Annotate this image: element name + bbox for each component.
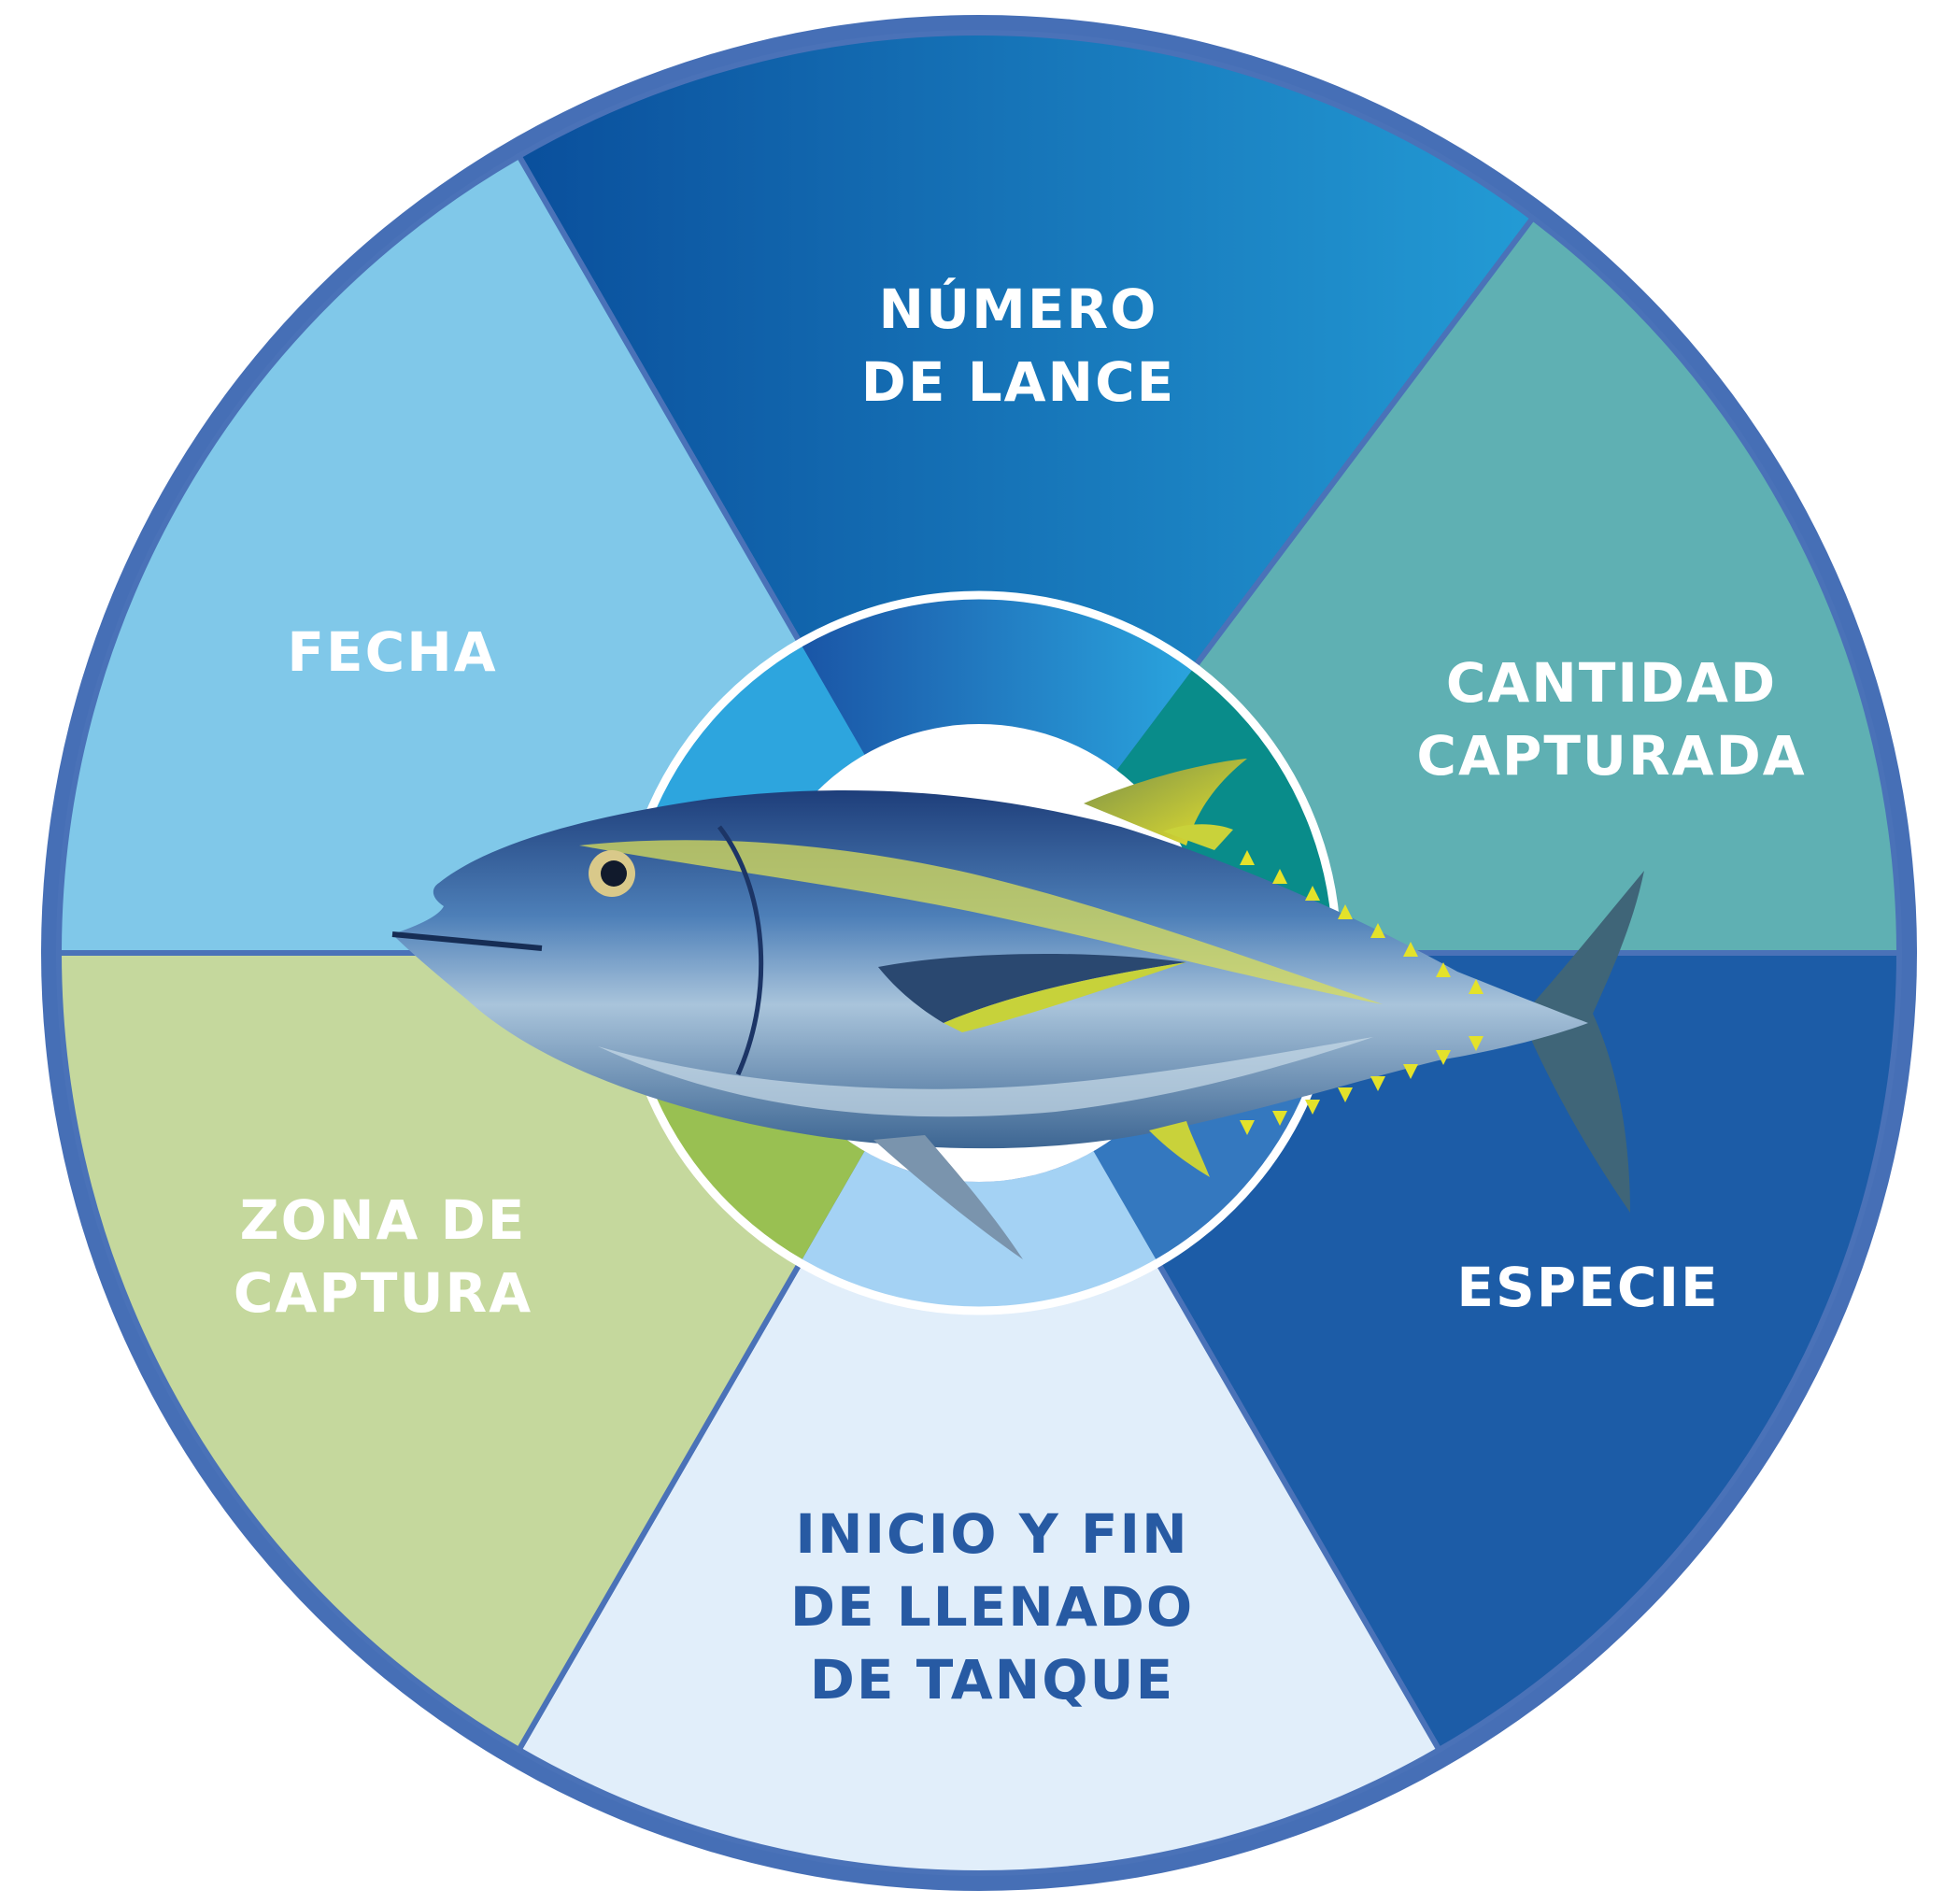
label-numero-de-lance: NÚMERO DE LANCE (860, 277, 1176, 414)
tuna-finlet (1305, 886, 1320, 901)
tuna-finlet (1469, 979, 1483, 994)
tuna-finlet (1305, 1100, 1320, 1115)
label-zona-de-captura: ZONA DE CAPTURA (233, 1188, 533, 1325)
tuna-belly (598, 1037, 1373, 1117)
tuna-finlet (1403, 1064, 1418, 1079)
tuna-pupil (601, 860, 627, 887)
tuna-finlet (1436, 1050, 1451, 1065)
tuna-anal-fin (1149, 1121, 1210, 1177)
label-inicio-y-fin: INICIO Y FIN DE LLENADO DE TANQUE (789, 1502, 1195, 1712)
tuna-lateral-stripe (579, 840, 1383, 1004)
label-fecha: FECHA (287, 620, 498, 684)
tuna-finlet (1338, 1087, 1353, 1102)
tuna-finlet (1272, 869, 1287, 884)
tuna-finlets (1240, 850, 1483, 1135)
tuna-finlet (1403, 942, 1418, 957)
tuna-pectoral-fin (878, 953, 1186, 1023)
tuna-finlet (1370, 923, 1385, 938)
tuna-mouth (391, 931, 543, 951)
label-especie: ESPECIE (1456, 1256, 1720, 1319)
tuna-finlet (1436, 962, 1451, 977)
tuna-finlet (1240, 850, 1255, 865)
tuna-finlet (1370, 1076, 1385, 1091)
tuna-pelvic-fin (873, 1135, 1023, 1259)
tuna-tail (1532, 871, 1644, 1213)
tuna-gill (717, 825, 764, 1076)
tuna-second-dorsal-fin (1163, 824, 1233, 850)
tuna-dorsal-fin (1084, 759, 1247, 845)
tuna-pectoral-fin-edge (944, 962, 1186, 1032)
tuna-finlet (1240, 1120, 1255, 1135)
label-cantidad-capturada: CANTIDAD CAPTURADA (1416, 651, 1807, 788)
inner-segment-inicio-y-fin (800, 1151, 1158, 1311)
tuna-fish-image (391, 759, 1644, 1259)
inner-segment-numero-de-lance (800, 594, 1195, 771)
tuna-finlet (1469, 1036, 1483, 1051)
tuna-finlet (1338, 904, 1353, 919)
tuna-finlet (1272, 1111, 1287, 1126)
